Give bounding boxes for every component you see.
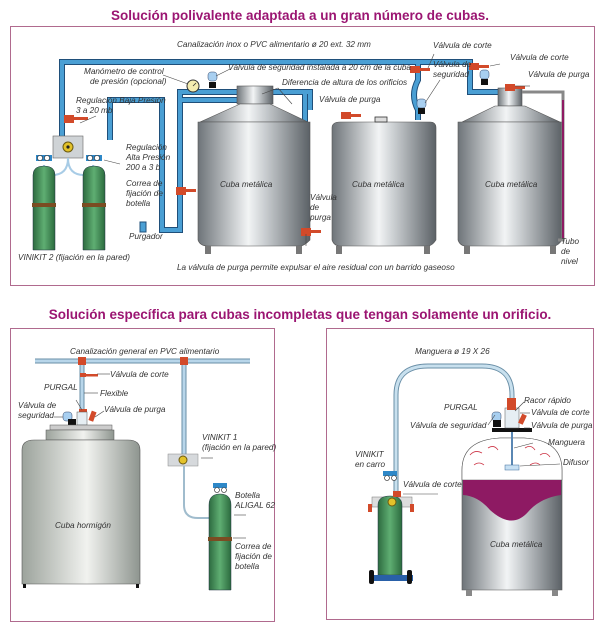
- tank-concrete: [21, 424, 141, 588]
- label-s2r-vinikit-1: VINIKIT: [355, 450, 384, 459]
- purgal-assembly-left: [62, 357, 188, 426]
- label-level-3: nivel: [561, 257, 578, 266]
- label-purge-valve-mid: Válvula de purga: [319, 95, 381, 104]
- section1-title: Solución polivalente adaptada a un gran …: [110, 8, 490, 23]
- tank-1: [197, 85, 311, 254]
- label-s2-bottle-1: Botella: [235, 491, 261, 500]
- label-strap-1: Correa de: [126, 179, 163, 188]
- label-tank-2: Cuba metálica: [352, 180, 405, 189]
- label-purge-vert-2: de: [310, 203, 320, 212]
- label-s2-tank: Cuba hormigón: [55, 521, 111, 530]
- label-s2r-purgal: PURGAL: [444, 403, 478, 412]
- gauge-icon: [186, 79, 200, 93]
- label-safety-valve: Válvula de seguridad instalada a 20 cm d…: [228, 63, 411, 72]
- hose: [393, 363, 515, 500]
- vinikit1-box: [167, 453, 199, 467]
- label-note: La válvula de purga permite expulsar el …: [177, 263, 455, 272]
- label-high-pressure-3: 200 a 3 b: [126, 163, 161, 172]
- label-strap-2: fijación de: [126, 189, 163, 198]
- label-s2-bottle-2: ALIGAL 62: [235, 501, 275, 510]
- label-level-1: Tubo: [561, 237, 580, 246]
- label-s2-safety-1: Válvula de: [18, 401, 57, 410]
- label-purge-valve-right: Válvula de purga: [528, 70, 590, 79]
- label-vinikit2: VINIKIT 2 (fijación en la pared): [18, 253, 130, 262]
- bottle-1: [32, 155, 56, 251]
- label-drain: Purgador: [129, 232, 163, 241]
- label-level-2: de: [561, 247, 571, 256]
- leader-lines-s2-right: [403, 401, 561, 495]
- vinikit-cart: [368, 471, 414, 584]
- label-s2r-purge-valve: Válvula de purga: [531, 421, 593, 430]
- label-safety-b-1: Válvula de: [433, 60, 472, 69]
- label-strap-3: botella: [126, 199, 151, 208]
- leader-lines-s2-left: [54, 373, 246, 539]
- safety-valve-icons: [207, 69, 490, 114]
- label-low-pressure-2: 3 a 20 mb: [76, 106, 113, 115]
- label-s2-strap-3: botella: [235, 562, 260, 571]
- label-s2r-safety-valve: Válvula de seguridad: [410, 421, 487, 430]
- label-s2r-cut-valve-cart: Válvula de corte: [403, 480, 462, 489]
- label-s2r-tank: Cuba metálica: [490, 540, 543, 549]
- label-s2-strap-1: Correa de: [235, 542, 272, 551]
- valve-icons: [64, 63, 525, 236]
- label-s2r-diffuser: Difusor: [563, 458, 589, 467]
- label-s2-strap-2: fijación de: [235, 552, 272, 561]
- label-high-pressure-1: Regulación: [126, 143, 167, 152]
- label-gauge-2: de presión (opcional): [90, 77, 167, 86]
- label-cut-valve-a: Válvula de corte: [433, 41, 492, 50]
- tank-2: [331, 116, 437, 254]
- label-s2-vinikit1-2: (fijación en la pared): [202, 443, 277, 452]
- label-tank-1: Cuba metálica: [220, 180, 273, 189]
- bottle-aligal: [208, 483, 232, 591]
- label-gauge-1: Manómetro de control: [84, 67, 164, 76]
- label-purge-vert-3: purga: [310, 213, 331, 222]
- label-s2r-quick-coupling: Racor rápido: [524, 396, 571, 405]
- label-s2-purge-valve: Válvula de purga: [104, 405, 166, 414]
- label-s2r-vinikit-2: en carro: [355, 460, 386, 469]
- label-s2-vinikit1-1: VINIKIT 1: [202, 433, 238, 442]
- label-high-pressure-2: Alta Presión: [126, 153, 171, 162]
- drain-icon: [139, 221, 147, 233]
- label-s2-flexible: Flexible: [100, 389, 129, 398]
- diffuser-icon: [504, 464, 520, 471]
- label-s2-pipe: Canalización general en PVC alimentario: [70, 347, 220, 356]
- label-s2-safety-2: seguridad: [18, 411, 54, 420]
- label-s2r-hose-top: Manguera ø 19 X 26: [415, 347, 490, 356]
- tank-metal-wine: [461, 398, 563, 596]
- gas-flow-arrows: [469, 446, 551, 466]
- label-s2r-cut-valve: Válvula de corte: [531, 408, 590, 417]
- label-low-pressure-1: Regulación Baja Presión: [76, 96, 166, 105]
- bottle-2: [82, 155, 106, 251]
- label-tank-3: Cuba metálica: [485, 180, 538, 189]
- label-safety-b-2: seguridad: [433, 70, 469, 79]
- tank-3: [457, 87, 563, 254]
- label-pipe: Canalización inox o PVC alimentario ø 20…: [177, 40, 371, 49]
- section2-title: Solución específica para cubas incomplet…: [48, 307, 552, 322]
- regulator-box: [52, 135, 84, 159]
- label-purge-vert-1: Válvula: [310, 193, 337, 202]
- leader-lines-s1: [79, 53, 530, 246]
- label-s2-cut-valve: Válvula de corte: [110, 370, 169, 379]
- label-s2-purgal: PURGAL: [44, 383, 78, 392]
- label-height-diff: Diferencia de altura de los orificios: [282, 78, 408, 87]
- label-s2r-hose: Manguera: [548, 438, 585, 447]
- label-cut-valve-b: Válvula de corte: [510, 53, 569, 62]
